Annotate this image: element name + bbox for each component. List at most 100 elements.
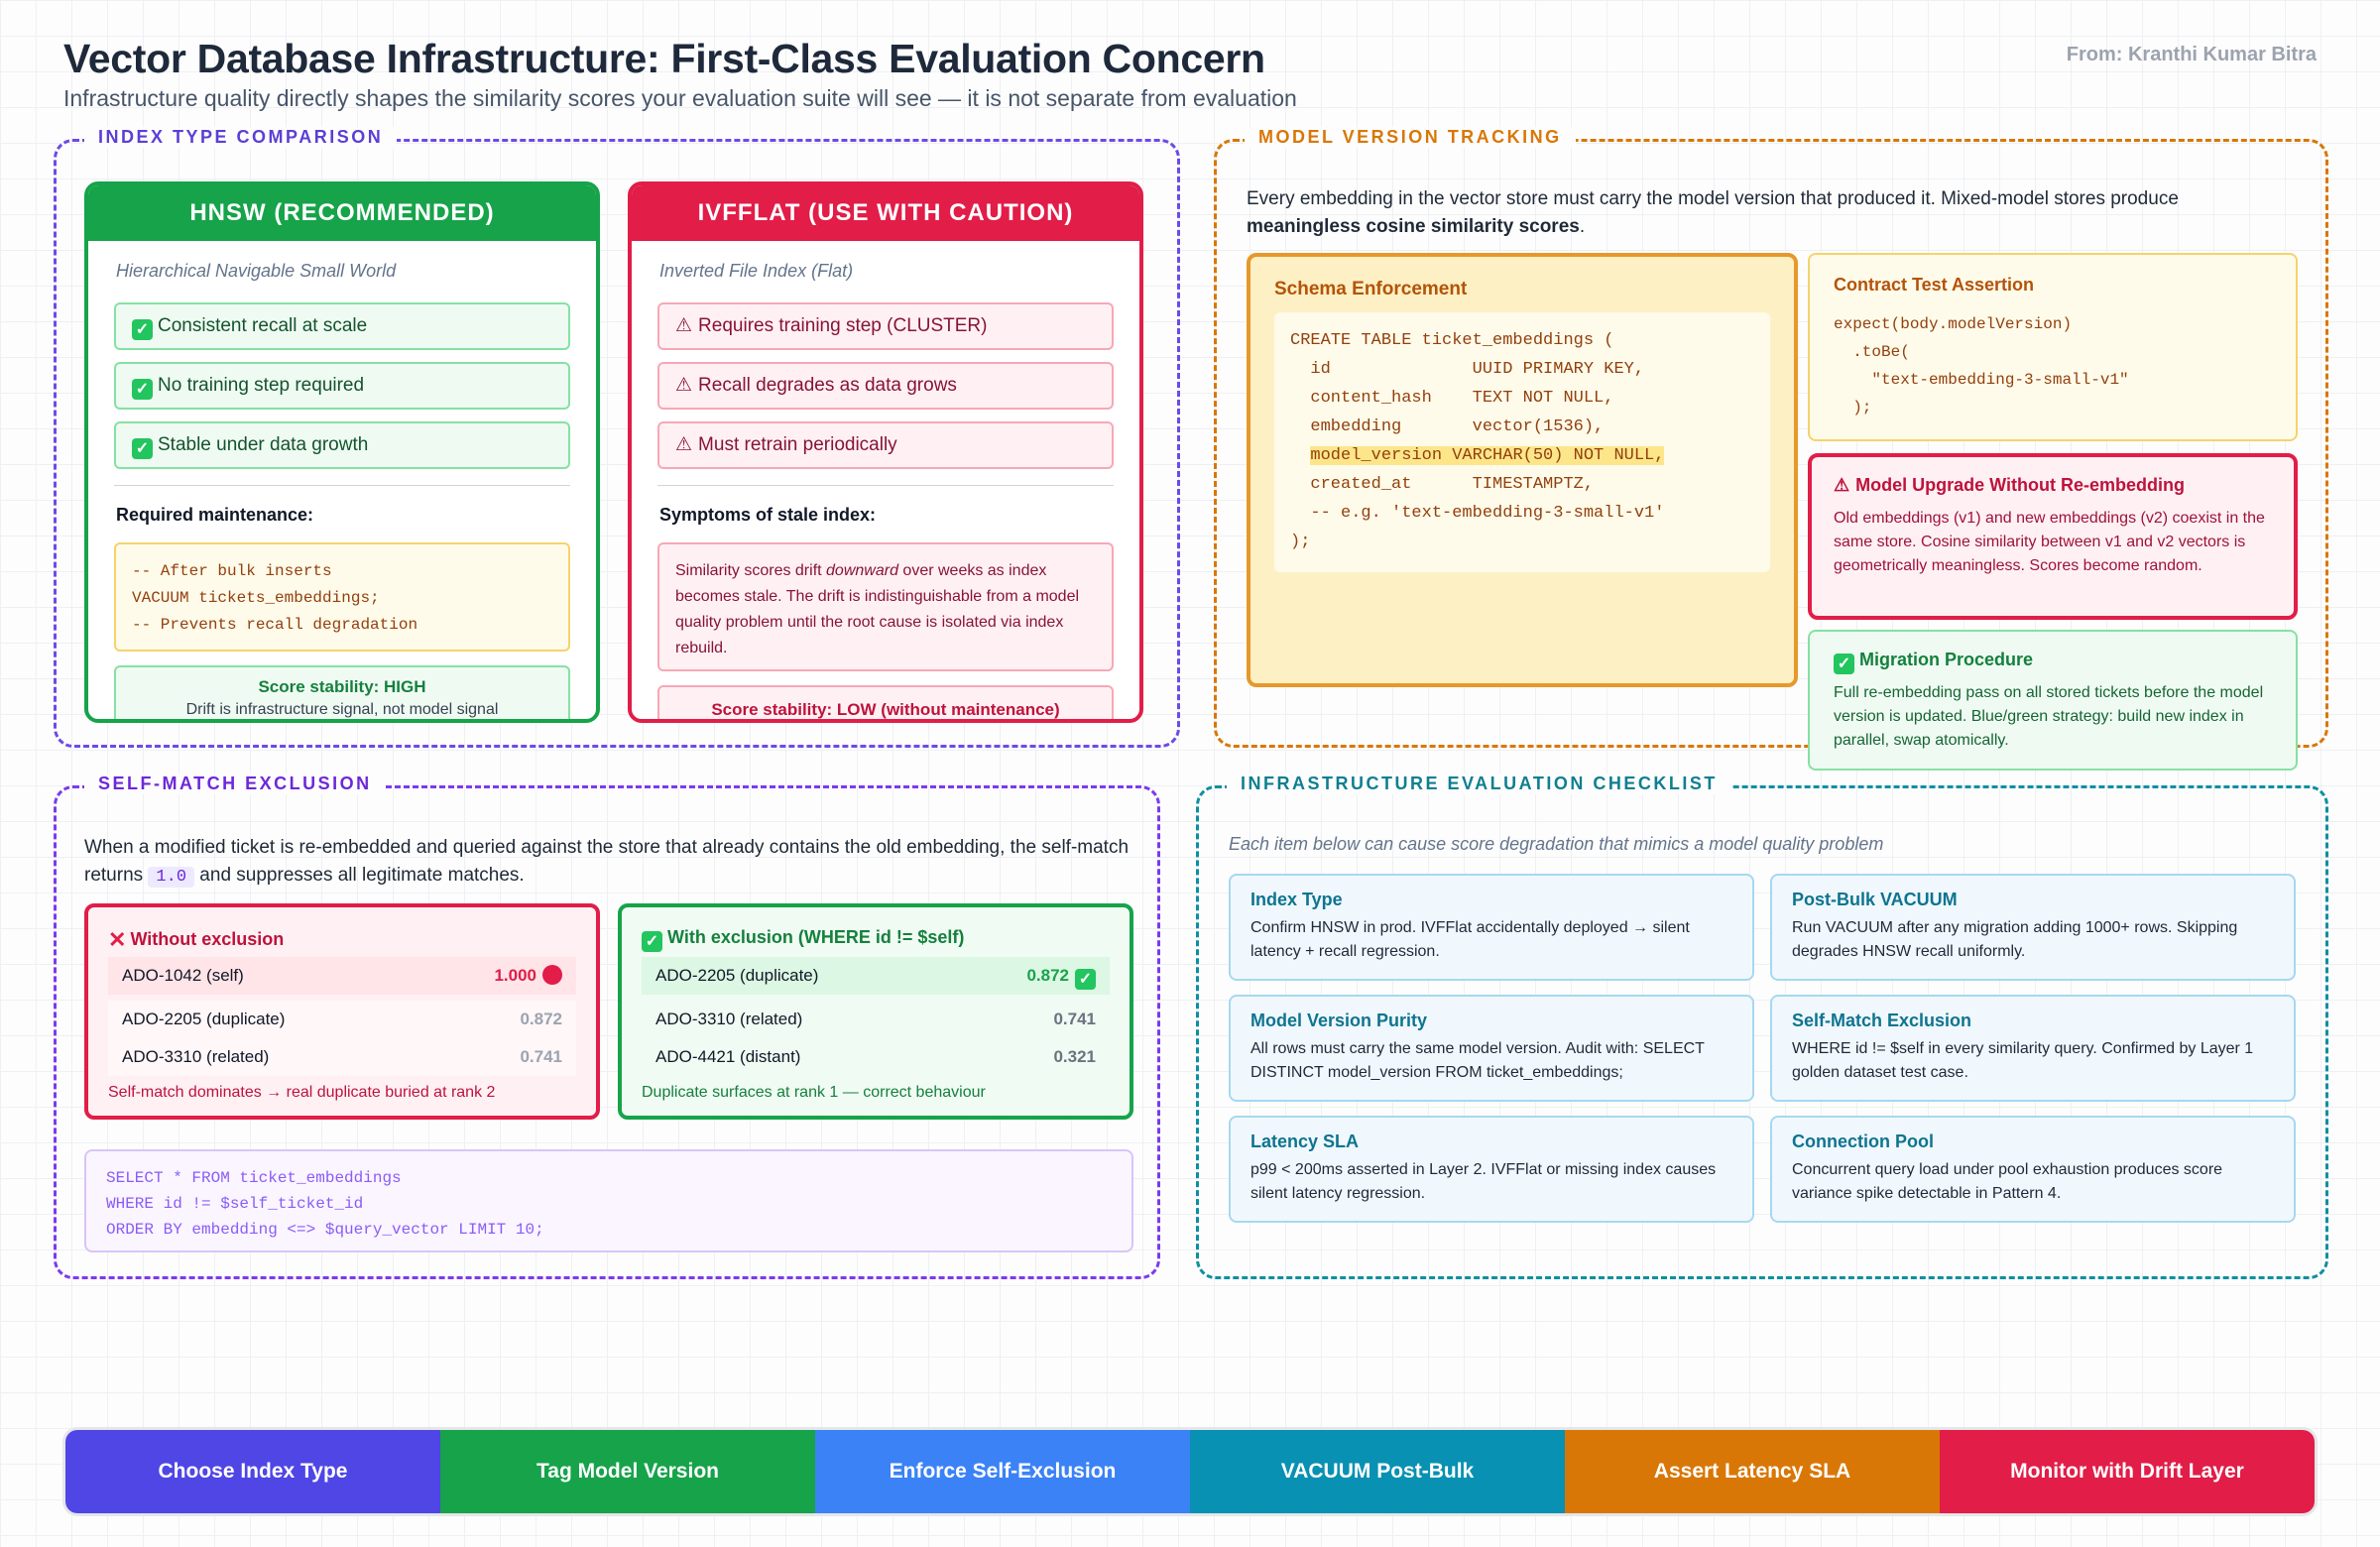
intro-text: When a modified ticket is re-embedded an… (84, 837, 1130, 886)
hnsw-feature: ✓Stable under data growth (114, 421, 570, 469)
result-score: 0.321 (1053, 1047, 1096, 1066)
checklist-item-desc: All rows must carry the same model versi… (1250, 1040, 1705, 1081)
warning-icon: ⚠ (1834, 475, 1850, 495)
result-name: ADO-3310 (related) (655, 1010, 803, 1028)
hnsw-stability: Score stability: HIGH Drift is infrastru… (114, 665, 570, 719)
with-exclusion-card: ✓With exclusion (WHERE id != $self) ADO-… (618, 903, 1133, 1120)
with-exclusion-title: ✓With exclusion (WHERE id != $self) (642, 927, 964, 952)
intro-bold: meaningless cosine similarity scores (1247, 216, 1580, 237)
card-title-text: Without exclusion (130, 929, 285, 949)
divider (114, 485, 570, 486)
feature-label: Consistent recall at scale (158, 315, 368, 336)
upgrade-title-text: Model Upgrade Without Re-embedding (1855, 475, 2185, 495)
score-value: 0.872 (1026, 966, 1069, 985)
flow-step: Enforce Self-Exclusion (815, 1430, 1190, 1513)
model-intro: Every embedding in the vector store must… (1247, 185, 2298, 241)
check-icon: ✓ (132, 379, 153, 400)
symptoms-emphasis: downward (826, 562, 898, 579)
hnsw-feature: ✓No training step required (114, 362, 570, 410)
hnsw-feature: ✓Consistent recall at scale (114, 302, 570, 350)
result-row: ADO-4421 (distant)0.321 (642, 1038, 1110, 1076)
page-subtitle: Infrastructure quality directly shapes t… (63, 85, 1297, 111)
symptoms-text: over weeks as index becomes stale. The d… (675, 562, 1080, 656)
checklist-item-title: Index Type (1250, 890, 1343, 909)
with-exclusion-footer: Duplicate surfaces at rank 1 — correct b… (642, 1084, 986, 1101)
result-row: ADO-2205 (duplicate)0.872 (108, 1001, 576, 1038)
ivfflat-feature: ⚠Requires training step (CLUSTER) (657, 302, 1114, 350)
without-exclusion-footer: Self-match dominates → real duplicate bu… (108, 1084, 496, 1101)
infrastructure-checklist-section: INFRASTRUCTURE EVALUATION CHECKLIST Each… (1196, 774, 2328, 1279)
result-score: 0.872 (520, 1010, 562, 1028)
warning-icon: ⚠ (675, 315, 693, 336)
result-score: 0.741 (1053, 1010, 1096, 1028)
intro-text: and suppresses all legitimate matches. (194, 865, 525, 886)
result-score: 0.872✓ (1026, 957, 1096, 995)
maintenance-heading: Required maintenance: (116, 505, 314, 525)
result-score: 1.000 (494, 957, 562, 995)
result-name: ADO-1042 (self) (122, 966, 244, 985)
checklist-item-title: Self-Match Exclusion (1792, 1011, 1972, 1030)
hnsw-card: HNSW (RECOMMENDED) Hierarchical Navigabl… (84, 181, 600, 723)
author-credit: From: Kranthi Kumar Bitra (2066, 44, 2317, 65)
hnsw-card-subtitle: Hierarchical Navigable Small World (116, 261, 397, 281)
stale-symptoms: Similarity scores drift downward over we… (657, 542, 1114, 671)
result-row: ADO-3310 (related) 0.741 (108, 1038, 576, 1076)
schema-code: CREATE TABLE ticket_embeddings ( id UUID… (1274, 312, 1770, 572)
warning-icon: ⚠ (675, 434, 693, 455)
checklist-item: Post-Bulk VACUUM Run VACUUM after any mi… (1770, 874, 2296, 981)
result-row: ADO-2205 (duplicate) 0.872✓ (642, 957, 1110, 995)
upgrade-title: ⚠Model Upgrade Without Re-embedding (1834, 475, 2185, 496)
checklist-item-desc: Confirm HNSW in prod. IVFFlat accidental… (1250, 919, 1690, 960)
section-label: INFRASTRUCTURE EVALUATION CHECKLIST (1227, 774, 1731, 794)
checklist-item: Latency SLA p99 < 200ms asserted in Laye… (1229, 1116, 1754, 1223)
migration-title: ✓ Migration Procedure (1834, 650, 2033, 674)
index-type-comparison-section: INDEX TYPE COMPARISON HNSW (RECOMMENDED)… (54, 127, 1180, 748)
schema-title: Schema Enforcement (1274, 279, 1468, 299)
check-icon: ✓ (642, 931, 662, 952)
flow-step: Assert Latency SLA (1565, 1430, 1940, 1513)
stability-note: Drift is infrastructure signal, not mode… (185, 701, 499, 718)
feature-label: Recall degrades as data grows (698, 375, 957, 396)
without-exclusion-title: ✕Without exclusion (108, 927, 284, 953)
migration-text: Full re-embedding pass on all stored tic… (1834, 684, 2264, 749)
code-highlight: model_version VARCHAR(50) NOT NULL, (1310, 446, 1665, 465)
check-icon: ✓ (132, 438, 153, 459)
contract-code: expect(body.modelVersion) .toBe( "text-e… (1834, 315, 2129, 416)
checklist-item-desc: Concurrent query load under pool exhaust… (1792, 1161, 2223, 1202)
ivfflat-feature: ⚠Recall degrades as data grows (657, 362, 1114, 410)
migration-title-text: Migration Procedure (1859, 650, 2034, 669)
feature-label: Stable under data growth (158, 434, 369, 455)
ivfflat-stability: Score stability: LOW (without maintenanc… (657, 685, 1114, 719)
contract-title: Contract Test Assertion (1834, 275, 2035, 295)
checklist-item: Model Version Purity All rows must carry… (1229, 995, 1754, 1102)
divider (657, 485, 1114, 486)
checklist-item: Connection Pool Concurrent query load un… (1770, 1116, 2296, 1223)
card-title-text: With exclusion (WHERE id != $self) (667, 927, 965, 947)
result-name: ADO-3310 (related) (122, 1047, 270, 1066)
result-name: ADO-2205 (duplicate) (655, 966, 819, 985)
feature-label: Requires training step (CLUSTER) (698, 315, 988, 336)
flow-step: VACUUM Post-Bulk (1190, 1430, 1565, 1513)
check-icon: ✓ (132, 319, 153, 340)
checklist-item-title: Latency SLA (1250, 1131, 1360, 1151)
checklist-item: Index Type Confirm HNSW in prod. IVFFlat… (1229, 874, 1754, 981)
section-label: SELF-MATCH EXCLUSION (84, 774, 386, 794)
section-label: INDEX TYPE COMPARISON (84, 127, 398, 148)
maintenance-code: -- After bulk inserts VACUUM tickets_emb… (114, 542, 570, 652)
feature-label: No training step required (158, 375, 365, 396)
flow-step: Monitor with Drift Layer (1940, 1430, 2315, 1513)
model-version-tracking-section: MODEL VERSION TRACKING Every embedding i… (1214, 127, 2328, 771)
code-line: -- Prevents recall degradation (132, 616, 418, 634)
result-row: ADO-1042 (self) 1.000 (108, 957, 576, 995)
symptoms-text: Similarity scores drift (675, 562, 827, 579)
result-score: 0.741 (520, 1047, 562, 1066)
check-icon: ✓ (1834, 654, 1854, 674)
checklist-item-desc: WHERE id != $self in every similarity qu… (1792, 1040, 2254, 1081)
ivfflat-card-title: IVFFLAT (USE WITH CAUTION) (632, 185, 1139, 241)
model-upgrade-warning-card: ⚠Model Upgrade Without Re-embedding Old … (1808, 453, 2298, 620)
code-line: VACUUM tickets_embeddings; (132, 589, 380, 607)
schema-enforcement-card: Schema Enforcement CREATE TABLE ticket_e… (1247, 253, 1798, 687)
page-title: Vector Database Infrastructure: First-Cl… (63, 36, 1265, 81)
red-circle-icon (542, 965, 562, 985)
stability-title: Score stability: HIGH (258, 677, 426, 696)
